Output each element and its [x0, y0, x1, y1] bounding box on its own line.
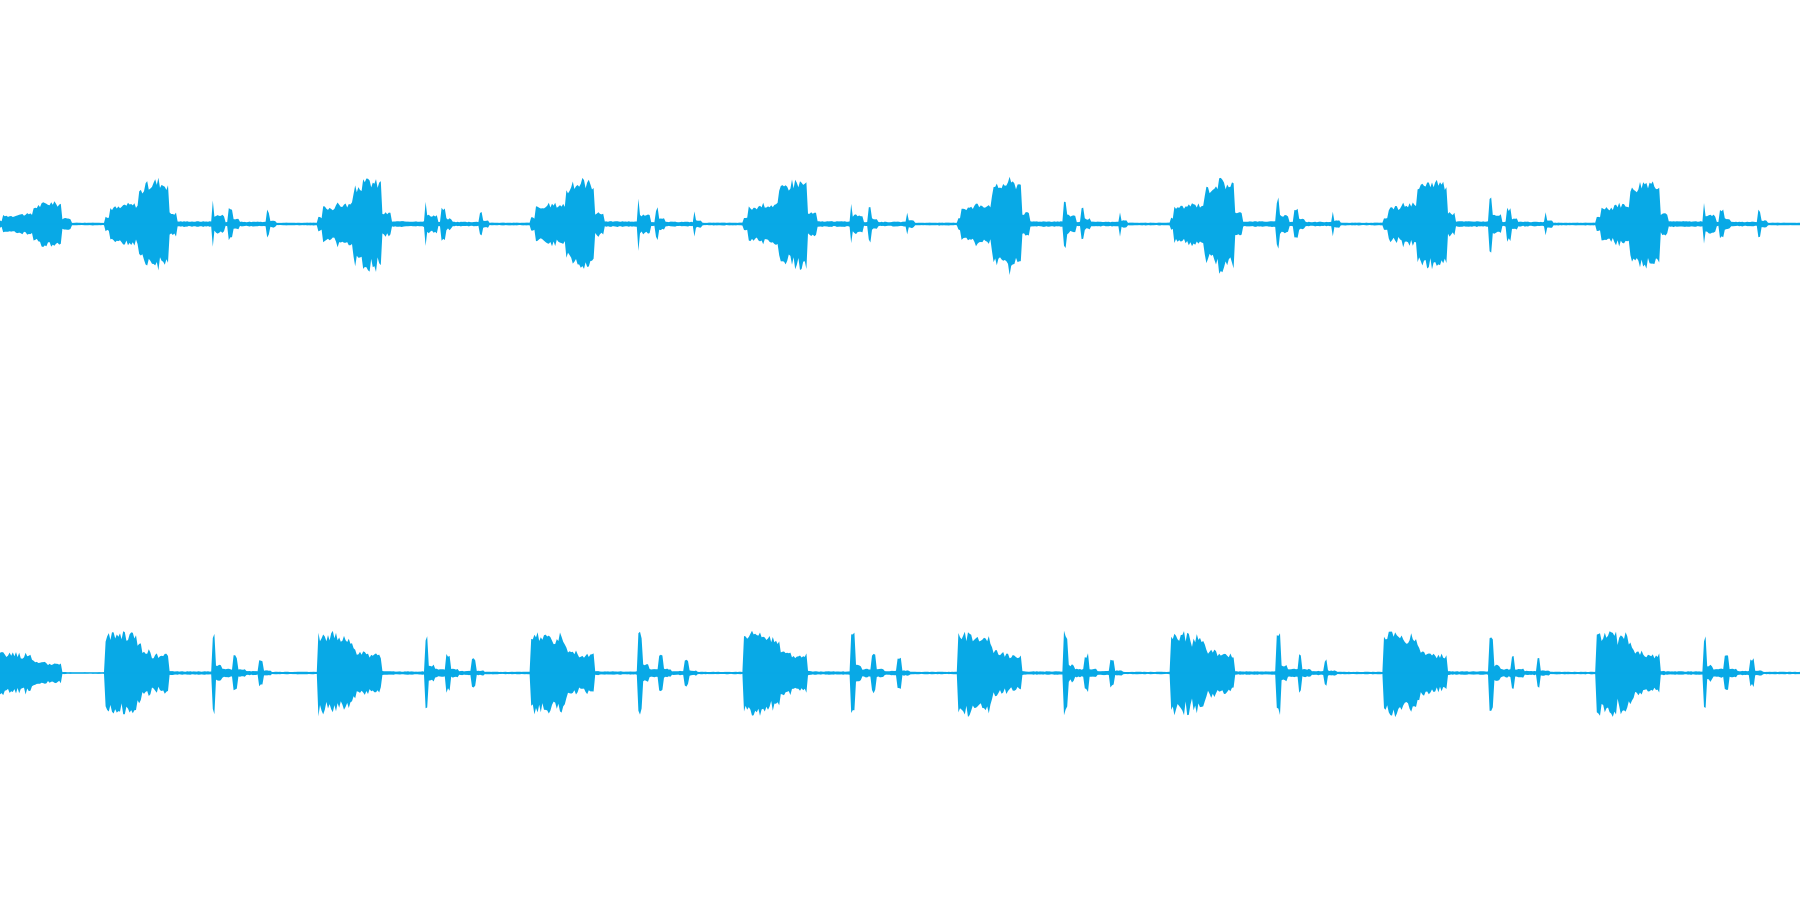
waveform-track-bottom: [0, 630, 1800, 718]
waveform-shape: [0, 176, 1800, 275]
waveform-track-top: [0, 176, 1800, 275]
waveform-shape: [0, 630, 1800, 718]
